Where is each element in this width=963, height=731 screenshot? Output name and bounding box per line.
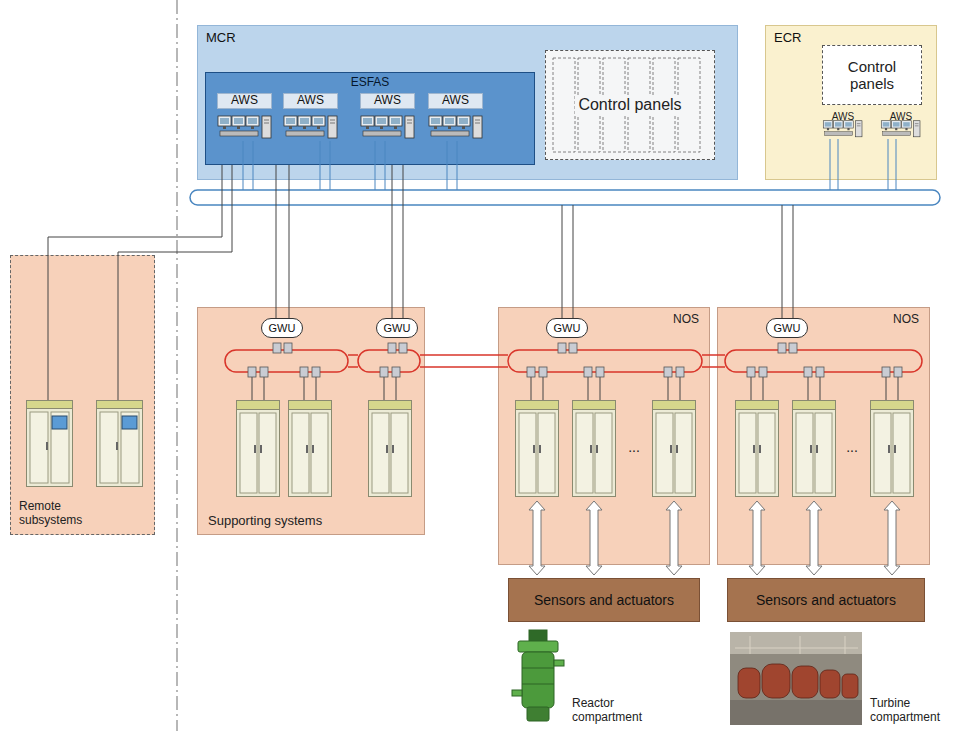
compartment-label: Turbine compartment <box>870 697 958 725</box>
node-label: GWU <box>774 322 801 335</box>
subsystem-region: Remote subsystems <box>10 255 155 535</box>
workstation-label-box: AWS <box>217 93 272 109</box>
label-holder: AWS <box>880 106 922 124</box>
node-label: MCR <box>206 31 236 46</box>
node-label: Sensors and actuators <box>756 592 896 608</box>
node-label: NOS <box>893 313 919 327</box>
workstation-label: AWS <box>890 111 912 123</box>
gateway-box: GWU <box>261 318 303 338</box>
label-holder: AWS <box>822 106 864 124</box>
gateway-box: GWU <box>766 318 808 338</box>
room-region: ECR Control panels <box>765 25 937 180</box>
gateway-box: GWU <box>376 318 418 338</box>
node-label: GWU <box>384 322 411 335</box>
node-label: NOS <box>673 313 699 327</box>
control-panel-box: Control panels <box>822 45 922 105</box>
ellipsis-mark: ... <box>628 439 640 455</box>
node-label: GWU <box>554 322 581 335</box>
room-region: MCR ESFAS AWS AWS AWS AWS Control panels <box>197 25 738 180</box>
gateway-box: GWU <box>546 318 588 338</box>
node-label: AWS <box>297 94 324 108</box>
node-label: ESFAS <box>351 76 390 90</box>
field-device-box: Sensors and actuators <box>727 578 925 622</box>
subsystem-region: NOS GWU <box>498 307 710 565</box>
control-panel-box: Control panels <box>545 50 715 160</box>
node-label: Sensors and actuators <box>534 592 674 608</box>
node-label: GWU <box>269 322 296 335</box>
field-device-box: Sensors and actuators <box>508 578 700 622</box>
compartment-label: Reactor compartment <box>572 697 662 725</box>
ellipsis-mark: ... <box>846 439 858 455</box>
node-label: AWS <box>231 94 258 108</box>
label-holder: Turbine compartment <box>870 697 958 725</box>
workstation-label-box: AWS <box>360 93 415 109</box>
label-holder: ... <box>839 438 865 456</box>
system-box: ESFAS AWS AWS AWS AWS <box>205 72 535 165</box>
node-label: Remote subsystems <box>19 500 99 528</box>
node-label: ECR <box>774 31 801 46</box>
node-label: AWS <box>442 94 469 108</box>
label-holder: Reactor compartment <box>572 697 662 725</box>
node-label: Control panels <box>827 58 917 93</box>
subsystem-region: NOS GWU <box>717 307 930 565</box>
node-label: Control panels <box>575 95 684 115</box>
workstation-label-box: AWS <box>428 93 483 109</box>
workstation-label: AWS <box>832 111 854 123</box>
label-holder: ... <box>621 438 647 456</box>
workstation-label-box: AWS <box>283 93 338 109</box>
subsystem-region: Supporting systems GWU GWU <box>197 307 425 535</box>
node-label: AWS <box>374 94 401 108</box>
node-label: Supporting systems <box>208 514 322 529</box>
